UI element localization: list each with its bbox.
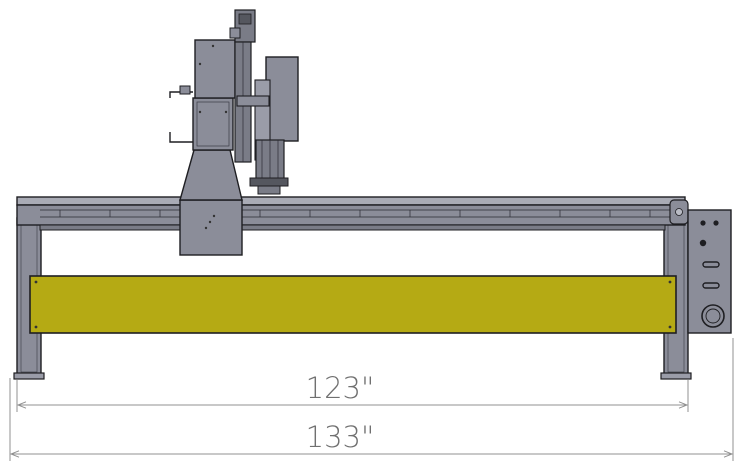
control-indicator-icon (713, 220, 719, 226)
dimension-inner-width: 123" (16, 371, 689, 412)
control-dial-icon (701, 304, 725, 328)
control-switch-icon (702, 261, 720, 268)
control-box (687, 209, 732, 334)
gantry-rail (16, 196, 689, 231)
control-indicator-icon (700, 220, 706, 226)
carriage-head (169, 9, 299, 256)
outer-width-label: 133" (306, 420, 375, 454)
dimension-outer-width: 133" (9, 338, 734, 461)
inner-width-label: 123" (306, 371, 375, 405)
control-switch-icon (702, 282, 720, 289)
control-knob-icon (699, 239, 707, 247)
olive-side-panel (29, 275, 677, 334)
